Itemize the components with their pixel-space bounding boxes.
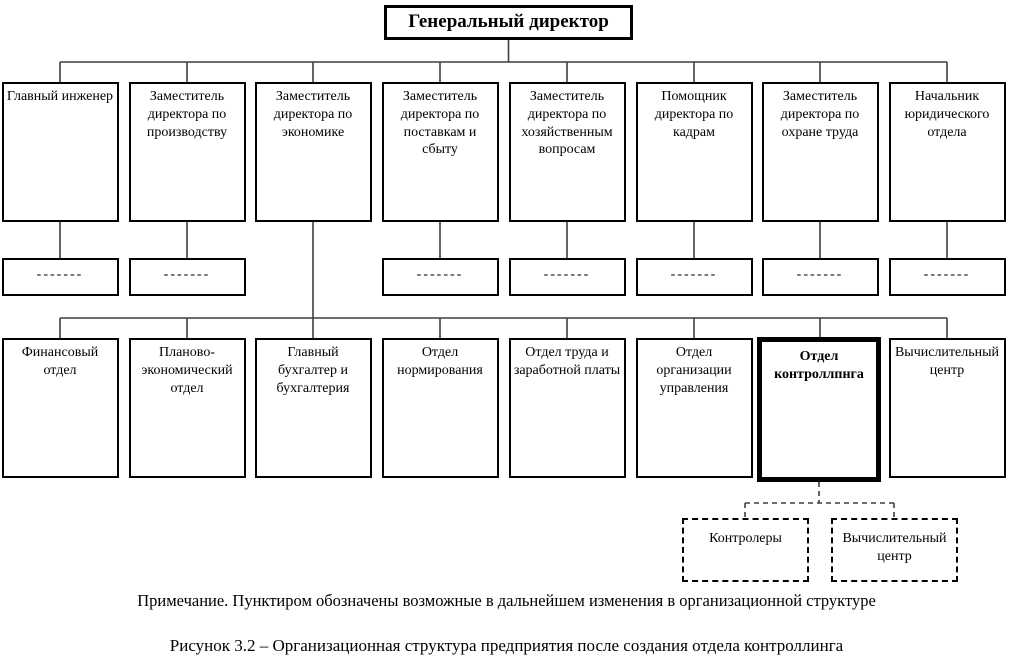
general-director-box: Генеральный директор [384, 5, 633, 40]
chief-engineer-box: Главный инженер [1, 82, 119, 222]
dash-placeholder-box: ------- [761, 258, 879, 296]
dash-placeholder-box: ------- [128, 258, 246, 296]
dash-placeholder-box: ------- [508, 258, 626, 296]
note-text: Примечание. Пунктиром обозначены возможн… [137, 591, 876, 610]
deputy-household-box: Заместитель директора по хозяйственным в… [508, 82, 626, 222]
figure-caption: Рисунок 3.2 – Организационная структура … [169, 636, 844, 655]
personnel-assistant-box: Помощник директора по кадрам [635, 82, 753, 222]
deputy-production-box: Заместитель директора по производству [128, 82, 246, 222]
rationing-department-box: Отдел нормирования [381, 338, 499, 478]
deputy-supply-sales-box: Заместитель директора по поставкам и сбы… [381, 82, 499, 222]
management-organization-department-box: Отдел организации управления [635, 338, 753, 478]
deputy-economics-box: Заместитель директора по экономике [254, 82, 372, 222]
labor-wages-department-box: Отдел труда и заработной платы [508, 338, 626, 478]
legal-department-head-box: Начальник юридического отдела [888, 82, 1006, 222]
chief-accountant-box: Главный бухгалтер и бухгалтерия [254, 338, 372, 478]
deputy-labor-safety-box: Заместитель директора по охране труда [761, 82, 879, 222]
dash-placeholder-box: ------- [381, 258, 499, 296]
dash-placeholder-box: ------- [635, 258, 753, 296]
computing-center-planned-box: Вычислительный центр [831, 518, 958, 582]
controllers-planned-box: Контролеры [682, 518, 809, 582]
computing-center-box: Вычислительный центр [888, 338, 1006, 478]
planning-economic-department-box: Планово-экономический отдел [128, 338, 246, 478]
dash-placeholder-box: ------- [888, 258, 1006, 296]
finance-department-box: Финансовый отдел [1, 338, 119, 478]
dash-placeholder-box: ------- [1, 258, 119, 296]
controlling-department-box: Отдел контроллпнга [757, 337, 881, 482]
